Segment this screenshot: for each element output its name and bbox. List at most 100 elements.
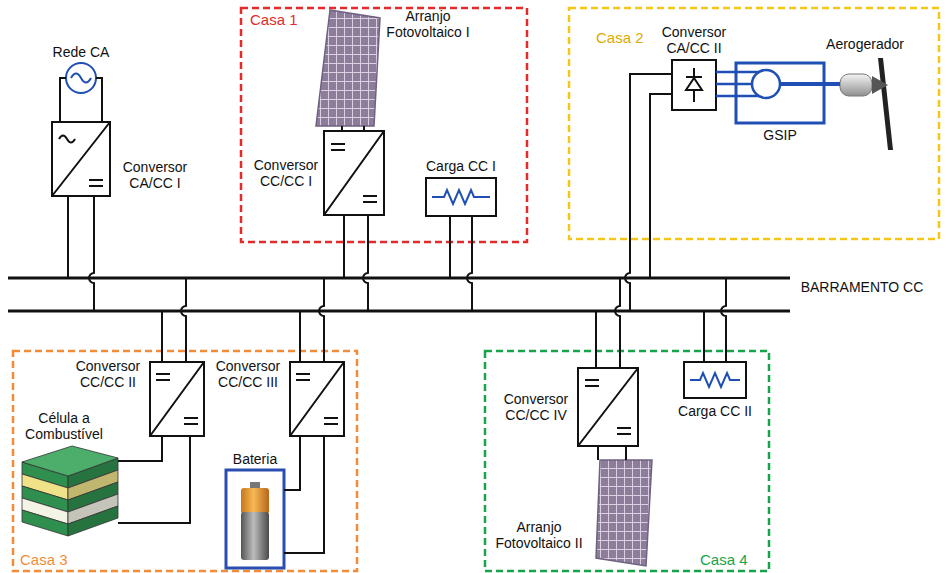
converter-symbol	[52, 122, 110, 196]
ac-source-symbol	[66, 63, 96, 93]
battery-symbol	[226, 470, 284, 568]
fuel-cell-stack	[22, 510, 68, 536]
converter-symbol	[150, 362, 204, 436]
node-label: GSIP	[750, 127, 810, 143]
wire	[161, 311, 163, 362]
node-label: Aerogerador	[819, 36, 911, 52]
wire	[89, 196, 94, 311]
pv-panel	[316, 10, 652, 566]
wire	[363, 215, 368, 311]
generator-box: GSIP	[736, 63, 824, 123]
pv-array: Arranjo Fotovoltaico I	[316, 10, 380, 126]
house-outline	[241, 8, 527, 242]
wire-connector	[284, 436, 324, 553]
wire	[181, 278, 186, 362]
wire	[118, 436, 190, 523]
wire-connector	[598, 446, 626, 460]
node-label: Célula a Combustível	[14, 410, 114, 442]
wire-connector	[596, 278, 620, 368]
wind-turbine	[878, 58, 893, 150]
wire	[615, 278, 620, 368]
converter-symbol	[290, 362, 344, 436]
wire	[467, 216, 472, 311]
node-label: Carga CC II	[670, 403, 760, 419]
wire-connector	[824, 84, 840, 85]
wire	[319, 278, 324, 362]
converter-box: Conversor CC/CC I	[324, 131, 384, 215]
node-label: Casa 2	[596, 29, 656, 46]
converter-box: Conversor CC/CC II	[150, 362, 204, 436]
resistor-symbol	[426, 178, 496, 216]
ac-source: Rede CA	[66, 63, 96, 93]
wire-connector	[625, 74, 672, 311]
generator-symbol	[752, 70, 780, 98]
wire	[703, 311, 705, 362]
wire-connector	[162, 278, 186, 362]
wire-connector	[118, 436, 190, 523]
node-label: Conversor CC/CC I	[252, 157, 320, 189]
wire	[284, 436, 300, 490]
node-label: Conversor CA/CC II	[654, 24, 734, 56]
node-label: Casa 1	[250, 11, 310, 28]
node-label: Arranjo Fotovoltaico II	[490, 519, 588, 551]
converter-symbol	[52, 60, 716, 446]
fuel-cell: Célula a Combustível	[22, 446, 118, 538]
wire-connector	[704, 278, 726, 362]
node-label: Conversor CA/CC I	[116, 159, 194, 191]
generator-symbol	[736, 72, 759, 96]
node-label: Carga CC I	[416, 158, 506, 174]
wire-connector	[450, 216, 472, 311]
converter-symbol	[324, 131, 384, 215]
converter-box: Conversor CC/CC IV	[578, 368, 638, 446]
converter-symbol	[150, 362, 204, 436]
house-outline	[485, 351, 769, 571]
fuel-cell-stack	[68, 506, 118, 536]
node-label: Rede CA	[46, 44, 116, 60]
wire	[60, 78, 66, 122]
wire	[343, 215, 345, 278]
generator-symbol	[780, 82, 824, 86]
wire	[625, 74, 672, 311]
converter-symbol	[672, 60, 716, 110]
resistor-symbol	[684, 362, 746, 398]
house-region: Casa 4 Conversor CC/CC IV Carga CC II Arran…	[484, 350, 770, 572]
node-label: Bateria	[220, 451, 290, 467]
wire-connector	[716, 72, 736, 96]
ac-source-symbol	[66, 63, 96, 93]
pv-array: Arranjo Fotovoltaico II	[590, 460, 652, 566]
dc-bus: BARRAMENTO CC	[8, 276, 940, 314]
node-label: Casa 3	[20, 551, 80, 568]
node-label: Conversor CC/CC II	[70, 358, 146, 390]
wire	[625, 446, 627, 460]
resistor-symbol	[432, 190, 490, 204]
converter-symbol	[52, 122, 110, 196]
wind-turbine	[840, 74, 872, 96]
dc-bus-lines	[8, 277, 790, 280]
wire	[67, 196, 69, 278]
converter-symbol	[290, 362, 344, 436]
wire	[716, 71, 736, 74]
dc-bus-lines	[8, 310, 790, 313]
battery-symbol	[226, 470, 284, 568]
dc-load: Carga CC II	[684, 362, 746, 398]
pv-panel	[596, 460, 652, 566]
wire	[96, 78, 102, 122]
battery-symbol	[250, 482, 260, 489]
wire	[284, 436, 324, 553]
house-region: Casa 2Conversor CA/CC IIGSIPAerogerador	[568, 7, 940, 240]
wire	[363, 126, 365, 131]
house-region: Casa 1Arranjo Fotovoltaico IConversor CC…	[240, 7, 528, 243]
ac-source-symbol	[71, 74, 91, 83]
wire-connector	[60, 78, 102, 122]
dc-load: Carga CC I	[426, 178, 496, 216]
converter-box: Conversor CA/CC II	[672, 60, 716, 110]
fuel-cell-stack	[22, 446, 118, 476]
converter-symbol	[578, 368, 638, 446]
converter-symbol	[578, 368, 638, 446]
generator-symbol	[736, 63, 824, 123]
node-label: Casa 4	[700, 551, 760, 568]
wire-connector	[300, 278, 324, 362]
resistor-symbol	[690, 373, 740, 387]
